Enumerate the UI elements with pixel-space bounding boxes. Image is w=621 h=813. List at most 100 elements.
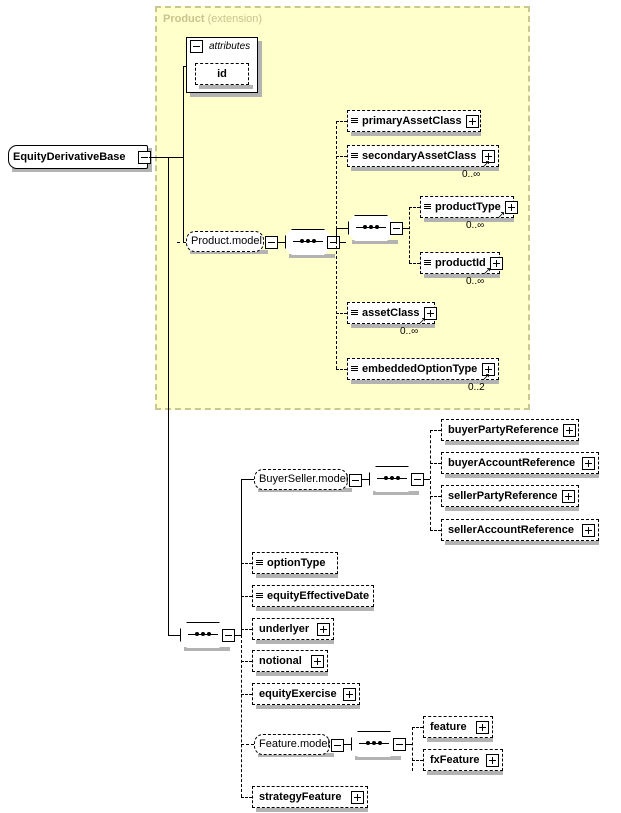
- secondaryassetclass-expander-icon[interactable]: [482, 149, 495, 163]
- element-selleraccountreference[interactable]: sellerAccountReference: [441, 519, 599, 541]
- sellerpartyreference-expander-icon[interactable]: [562, 489, 575, 503]
- body-seq-shadow: [184, 647, 230, 651]
- element-strategyfeature[interactable]: strategyFeature: [252, 786, 368, 808]
- sequence-dot-1: [300, 239, 304, 243]
- featuremodel-to-seq: [343, 744, 351, 745]
- sellerpartyreference-stub: [430, 496, 441, 497]
- model-ref-buyerseller-model-label: BuyerSeller.model: [259, 473, 349, 485]
- element-icon: [424, 259, 431, 267]
- underlyer-shadow: [256, 640, 334, 644]
- sequence-dot-3: [396, 476, 400, 480]
- notional-expander-icon[interactable]: [311, 654, 324, 668]
- element-equityexercise-label: equityExercise: [259, 687, 337, 700]
- productid-expander-icon[interactable]: [489, 256, 503, 270]
- embeddedoptiontype-expander-icon[interactable]: [482, 362, 495, 376]
- producttype-stub: [409, 207, 420, 208]
- element-fxfeature-label: fxFeature: [430, 753, 480, 766]
- element-primaryassetclass[interactable]: primaryAssetClass: [347, 110, 481, 132]
- element-productid-label: productId: [435, 256, 486, 269]
- element-icon: [351, 309, 358, 317]
- element-buyerpartyreference[interactable]: buyerPartyReference: [441, 419, 579, 441]
- productid-stub: [409, 263, 420, 264]
- extension-name: Product: [163, 13, 205, 25]
- element-embeddedoptiontype[interactable]: embeddedOptionType: [347, 358, 499, 380]
- buyerpartyreference-expander-icon[interactable]: [562, 423, 576, 437]
- feature-seq-shadow: [355, 756, 401, 760]
- sequence-dot-2: [306, 239, 310, 243]
- buyerseller-seq-out: [423, 479, 430, 480]
- model-ref-product-model[interactable]: Product.model: [186, 231, 264, 252]
- equityexercise-shadow: [256, 705, 360, 709]
- feature-expander-icon[interactable]: [476, 720, 489, 734]
- sequence-dot-2: [390, 476, 394, 480]
- element-buyeraccountreference[interactable]: buyerAccountReference: [441, 452, 599, 474]
- selleraccountreference-expander-icon[interactable]: [582, 523, 595, 537]
- element-secondaryassetclass[interactable]: secondaryAssetClass: [347, 145, 499, 167]
- feature-seq-out: [405, 744, 412, 745]
- sequence-dot-2: [369, 225, 373, 229]
- underlyer-expander-icon[interactable]: [317, 622, 330, 636]
- buyeraccountreference-expander-icon[interactable]: [582, 456, 595, 470]
- fxfeature-expander-icon[interactable]: [486, 753, 499, 767]
- element-feature-label: feature: [430, 720, 467, 733]
- element-productid[interactable]: productId: [420, 252, 503, 274]
- primaryassetclass-expander-icon[interactable]: [465, 114, 479, 128]
- element-assetclass[interactable]: assetClass: [347, 302, 437, 324]
- attributes-expander-icon[interactable]: [190, 40, 203, 53]
- producttype-expander-icon[interactable]: [504, 200, 518, 214]
- sequence-body[interactable]: [180, 622, 226, 648]
- element-underlyer[interactable]: underlyer: [252, 618, 334, 640]
- element-strategyfeature-label: strategyFeature: [259, 790, 342, 803]
- model-ref-buyerseller-model[interactable]: BuyerSeller.model: [254, 469, 348, 490]
- element-icon: [256, 559, 263, 567]
- element-producttype-label: productType: [435, 200, 501, 213]
- embeddedoptiontype-occurs-tick: ↗: [482, 372, 491, 383]
- strategyfeature-expander-icon[interactable]: [351, 790, 364, 804]
- element-fxfeature[interactable]: fxFeature: [423, 749, 503, 771]
- attributes-connector: [183, 66, 187, 67]
- element-embeddedoptiontype-label: embeddedOptionType: [362, 362, 478, 375]
- assetclass-expander-icon[interactable]: [423, 306, 437, 320]
- element-feature[interactable]: feature: [423, 716, 493, 738]
- attribute-id[interactable]: id: [195, 63, 249, 85]
- optiontype-stub: [241, 563, 252, 564]
- sequence-buyerseller[interactable]: [369, 466, 415, 492]
- sequence-dot-1: [363, 225, 367, 229]
- buyerseller-to-seq: [361, 479, 369, 480]
- attribute-id-label: id: [217, 67, 227, 80]
- buyerseller-bus: [430, 430, 431, 530]
- model-ref-feature-model[interactable]: Feature.model: [254, 734, 330, 755]
- sequence-product-model[interactable]: [285, 229, 331, 255]
- selleraccountreference-shadow: [445, 541, 599, 545]
- buyerseller-shadow: [258, 488, 352, 492]
- root-to-body-vertical: [168, 157, 169, 635]
- element-sellerpartyreference[interactable]: sellerPartyReference: [441, 485, 579, 507]
- element-icon: [351, 152, 358, 160]
- embeddedoptiontype-shadow: [351, 380, 499, 384]
- embeddedoptiontype-cardinality: 0..2: [468, 382, 485, 393]
- body-seq-in: [168, 635, 180, 636]
- extension-kind: (extension): [207, 13, 263, 25]
- assetclass-stub: [336, 313, 347, 314]
- root-element-equityderivativebase[interactable]: EquityDerivativeBase: [8, 145, 148, 169]
- element-optiontype-label: optionType: [267, 556, 326, 569]
- element-icon: [351, 117, 358, 125]
- featuremodel-expander-icon[interactable]: [331, 739, 344, 752]
- assetclass-shadow: [351, 324, 435, 328]
- seq2-shadow: [352, 240, 398, 244]
- element-optiontype[interactable]: optionType: [252, 552, 338, 574]
- equityexercise-expander-icon[interactable]: [343, 687, 356, 701]
- element-producttype[interactable]: productType: [420, 196, 518, 218]
- element-selleraccountreference-label: sellerAccountReference: [448, 523, 574, 536]
- sequence-dot-3: [312, 239, 316, 243]
- buyerseller-expander-icon[interactable]: [349, 474, 362, 487]
- element-equityeffectivedate[interactable]: equityEffectiveDate: [252, 585, 374, 607]
- productmodel-shadow: [190, 250, 268, 254]
- fxfeature-stub: [412, 760, 423, 761]
- productid-cardinality: 0..∞: [466, 276, 485, 287]
- element-notional[interactable]: notional: [252, 650, 328, 672]
- sequence-dot-1: [366, 741, 370, 745]
- sequence-product-inner[interactable]: [348, 215, 394, 241]
- element-equityexercise[interactable]: equityExercise: [252, 683, 360, 705]
- sequence-feature[interactable]: [351, 731, 397, 757]
